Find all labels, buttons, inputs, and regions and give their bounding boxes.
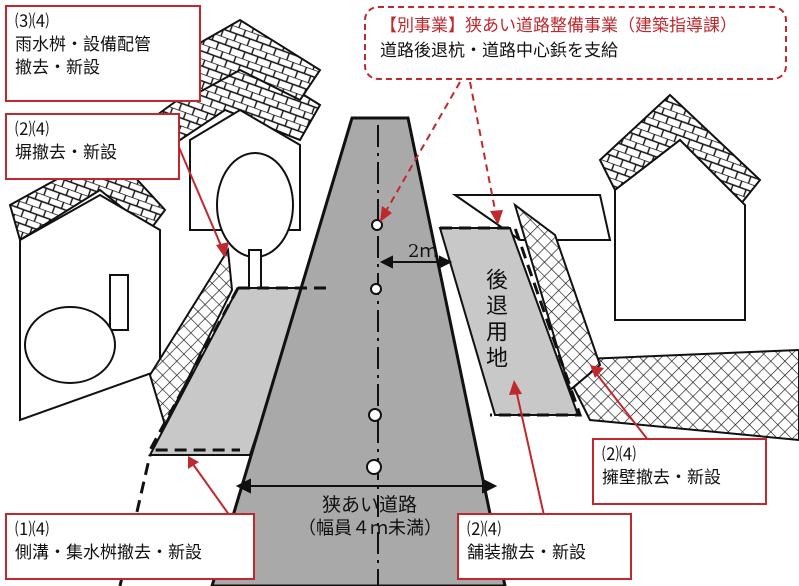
label-side-ditch: ⑴⑷ 側溝・集水桝撤去・新設 xyxy=(5,513,255,580)
right-retaining-wall xyxy=(558,348,799,442)
dimension-label: 2ｍ xyxy=(408,241,438,262)
label-retaining-wall-number: ⑵⑷ xyxy=(602,445,636,465)
dimension-2m xyxy=(379,255,453,269)
leader-arrowheads xyxy=(188,242,604,469)
setback-label: 後退用地 xyxy=(482,268,507,372)
label-pavement: ⑵⑷ 舗装撤去・新設 xyxy=(457,513,632,580)
road-width-arrow xyxy=(235,478,498,494)
label-fence-number: ⑵⑷ xyxy=(15,120,49,140)
label-retaining-wall-line1: 擁壁撤去・新設 xyxy=(602,467,721,488)
label-pavement-line1: 舗装撤去・新設 xyxy=(467,542,586,563)
label-side-ditch-number: ⑴⑷ xyxy=(15,520,49,540)
left-fence xyxy=(148,246,234,428)
label-fence: ⑵⑷ 塀撤去・新設 xyxy=(5,113,180,180)
narrow-road xyxy=(210,116,507,586)
label-side-ditch-line1: 側溝・集水桝撤去・新設 xyxy=(15,542,202,563)
road-name: 狭あい道路 xyxy=(322,494,418,516)
separate-project-callout: 【別事業】狭あい道路整備事業（建築指導課） 道路後退杭・道路中心鋲を支給 xyxy=(364,6,787,80)
center-pins xyxy=(366,219,383,475)
label-stormwater: ⑶⑷ 雨水桝・設備配管 撤去・新設 xyxy=(5,5,201,102)
label-stormwater-line2: 撤去・新設 xyxy=(15,57,100,78)
callout-body: 道路後退杭・道路中心鋲を支給 xyxy=(380,40,618,61)
tree xyxy=(216,152,294,291)
label-retaining-wall: ⑵⑷ 擁壁撤去・新設 xyxy=(592,438,767,505)
callout-dashed-leaders xyxy=(381,81,498,221)
label-stormwater-line1: 雨水桝・設備配管 xyxy=(15,34,151,55)
label-stormwater-number: ⑶⑷ xyxy=(15,12,49,32)
label-pavement-number: ⑵⑷ xyxy=(467,520,501,540)
label-fence-line1: 塀撤去・新設 xyxy=(15,142,117,163)
callout-arrowheads xyxy=(380,206,503,225)
road-width-note: （幅員４ｍ未満） xyxy=(298,518,442,539)
callout-title: 【別事業】狭あい道路整備事業（建築指導課） xyxy=(380,16,737,36)
